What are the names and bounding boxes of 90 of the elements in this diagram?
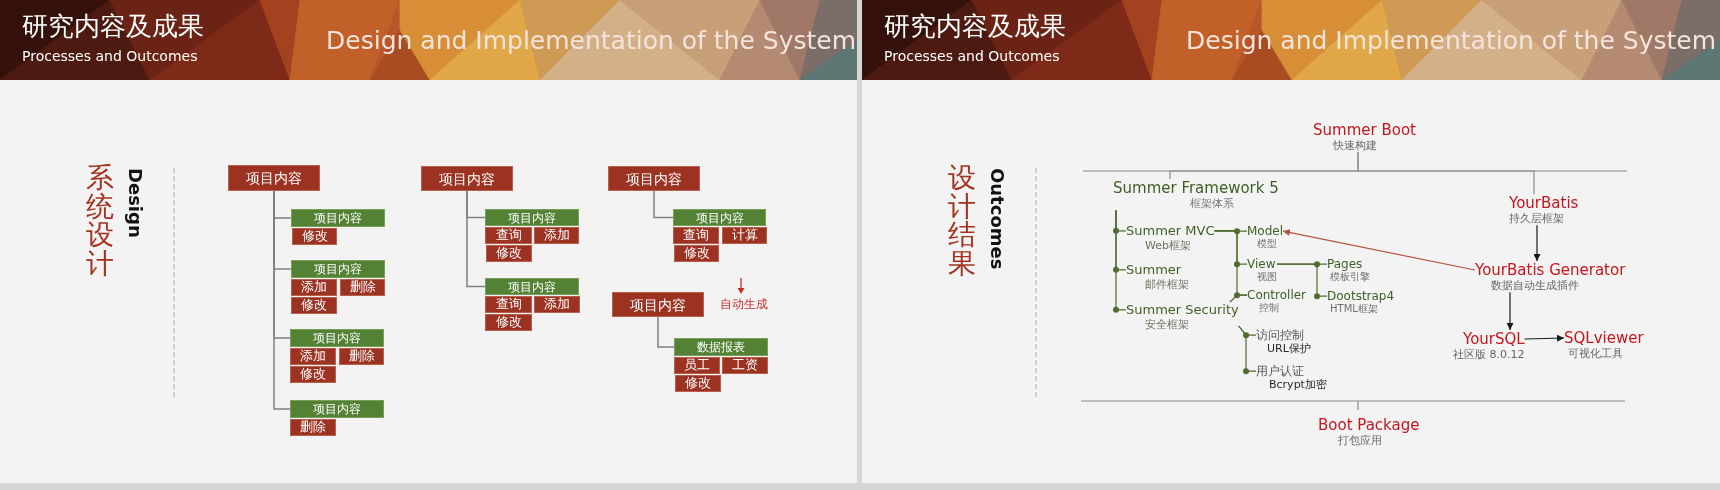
connector-line — [1113, 209, 1127, 313]
component-description: 社区版 8.0.12 — [1453, 348, 1525, 362]
group-header-box: 项目内容 — [290, 329, 384, 347]
arrow — [1524, 334, 1565, 342]
component-description: URL保护 — [1267, 342, 1311, 356]
action-box: 删除 — [290, 419, 336, 436]
item-box: 项目内容 — [612, 292, 704, 317]
section-title: 研究内容及成果 — [22, 12, 204, 42]
component-description: 框架体系 — [1190, 197, 1234, 211]
component-description: 打包应用 — [1338, 434, 1382, 448]
component-name: YourSQL — [1463, 330, 1525, 348]
vertical-title: 设计结果 — [948, 164, 976, 279]
connector-line — [653, 190, 674, 219]
component-description: 邮件框架 — [1145, 277, 1189, 291]
component-name: Controller — [1247, 288, 1307, 303]
component-description: 视图 — [1257, 271, 1277, 284]
component-name: Boot Package — [1318, 416, 1420, 434]
connector-line — [1276, 263, 1328, 300]
connector-line — [657, 316, 675, 348]
arrow — [1506, 291, 1514, 331]
component-name: YourBatis Generator — [1475, 261, 1626, 279]
action-box: 修改 — [292, 228, 337, 245]
component-name: Summer — [1126, 262, 1182, 278]
group-header-box: 项目内容 — [291, 260, 385, 278]
annotation-text: 自动生成 — [720, 298, 768, 312]
component-name: Summer Framework 5 — [1113, 179, 1279, 197]
connector-line — [1238, 325, 1257, 375]
component-description: 模板引擎 — [1330, 271, 1370, 284]
component-description: Web框架 — [1145, 238, 1191, 252]
component-name: View — [1247, 257, 1276, 272]
action-box: 查询 — [485, 296, 532, 313]
section-subtitle: Processes and Outcomes — [22, 48, 198, 65]
item-box: 项目内容 — [421, 166, 513, 191]
component-description: 控制 — [1259, 302, 1279, 315]
section-subtitle: Processes and Outcomes — [884, 48, 1060, 65]
group-header-box: 项目内容 — [673, 209, 766, 226]
action-box: 修改 — [675, 375, 721, 392]
component-description: 持久层框架 — [1509, 212, 1564, 226]
action-box: 员工 — [674, 357, 720, 374]
component-description: 模型 — [1257, 238, 1277, 251]
arrow — [1282, 229, 1476, 271]
component-description: HTML框架 — [1330, 303, 1378, 316]
connector-line — [466, 190, 486, 288]
connector-line — [273, 190, 291, 410]
component-name: Dootstrap4 — [1327, 289, 1395, 304]
action-box: 添加 — [534, 227, 579, 244]
component-name: Model — [1247, 224, 1284, 239]
action-box: 计算 — [722, 227, 767, 244]
component-description: 快速构建 — [1333, 139, 1377, 153]
action-box: 添加 — [534, 296, 580, 313]
action-box: 修改 — [486, 245, 532, 262]
group-header-box: 项目内容 — [290, 400, 384, 418]
component-name: 用户认证 — [1256, 364, 1304, 379]
action-box: 修改 — [485, 314, 532, 331]
vertical-title: 系统设计 — [86, 164, 114, 279]
component-name: Summer Security — [1126, 302, 1239, 318]
component-description: 可视化工具 — [1568, 347, 1623, 361]
group-header-box: 项目内容 — [485, 278, 579, 295]
arrow — [1533, 224, 1541, 262]
component-description: Bcrypt加密 — [1269, 378, 1327, 392]
section-title: 研究内容及成果 — [884, 12, 1066, 42]
connector-line — [1357, 151, 1535, 195]
action-box: 添加 — [290, 348, 336, 365]
component-description: 数据自动生成插件 — [1491, 279, 1579, 293]
component-name: 访问控制 — [1256, 328, 1304, 343]
connector-line — [1229, 294, 1248, 303]
action-box: 添加 — [291, 279, 337, 296]
action-box: 删除 — [339, 348, 384, 365]
group-header-box: 数据报表 — [674, 338, 768, 356]
action-box: 查询 — [673, 227, 719, 244]
action-box: 修改 — [290, 366, 336, 383]
group-header-box: 项目内容 — [291, 209, 385, 227]
vertical-subtitle: Design — [126, 168, 144, 238]
component-name: Pages — [1327, 257, 1363, 272]
action-box: 修改 — [291, 297, 337, 314]
banner-heading: Design and Implementation of the System — [326, 27, 856, 56]
action-box: 修改 — [674, 245, 719, 262]
component-name: YourBatis — [1509, 194, 1579, 212]
component-name: Summer MVC — [1126, 223, 1215, 239]
action-box: 查询 — [485, 227, 532, 244]
banner-heading: Design and Implementation of the System — [1186, 27, 1716, 56]
action-box: 删除 — [340, 279, 385, 296]
item-box: 项目内容 — [608, 166, 700, 191]
component-name: SQLviewer — [1564, 329, 1644, 347]
item-box: 项目内容 — [228, 165, 320, 191]
component-description: 安全框架 — [1145, 317, 1189, 331]
action-box: 工资 — [722, 357, 768, 374]
vertical-subtitle: Outcomes — [988, 168, 1006, 270]
component-name: Summer Boot — [1313, 121, 1416, 139]
group-header-box: 项目内容 — [485, 209, 579, 226]
